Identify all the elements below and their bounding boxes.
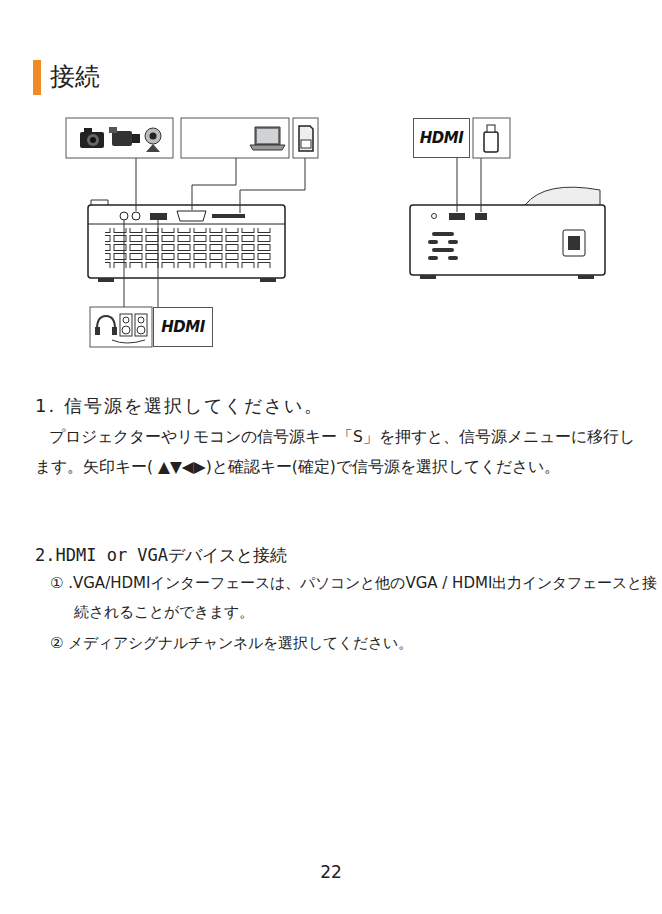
cable-part bbox=[136, 158, 137, 211]
audio-box-part bbox=[123, 317, 129, 323]
usb-box-part bbox=[487, 125, 495, 132]
projector-rear-part bbox=[475, 213, 487, 220]
projector-rear-part bbox=[432, 248, 454, 252]
sd-card-box-part bbox=[293, 118, 318, 158]
laptop-box-part bbox=[181, 118, 289, 158]
camera-box-part bbox=[112, 131, 132, 146]
cable bbox=[457, 158, 481, 212]
logo-box: HDMI bbox=[413, 118, 470, 158]
projector-rear-part bbox=[563, 230, 585, 256]
audio-box-part bbox=[138, 317, 144, 323]
projector-side-part bbox=[177, 211, 206, 221]
audio-box-part bbox=[120, 314, 132, 336]
body-text: プロジェクターやリモコンの信号源キー「S」を押すと、信号源メニューに移行します。… bbox=[35, 422, 639, 482]
laptop-box bbox=[181, 118, 289, 158]
cable-part bbox=[192, 158, 236, 210]
audio-box-part bbox=[112, 340, 145, 343]
projector-side bbox=[88, 200, 285, 282]
audio-box-part bbox=[122, 326, 130, 334]
laptop-box-part bbox=[250, 145, 285, 150]
projector-side-part bbox=[98, 278, 114, 282]
camera-box bbox=[66, 118, 173, 158]
usb-box-part bbox=[473, 118, 510, 158]
projector-side-part bbox=[105, 228, 271, 268]
section-heading: 1. 信号源を選択してください。 bbox=[35, 392, 635, 420]
camera-box-part bbox=[145, 128, 161, 144]
audio-box-part bbox=[90, 307, 152, 347]
camera-box-part bbox=[66, 118, 173, 158]
page-title: 接続 bbox=[50, 59, 100, 95]
projector-rear-part bbox=[448, 240, 458, 244]
audio-box-part bbox=[137, 326, 145, 334]
projector-side-part bbox=[88, 224, 285, 225]
audio-box-part bbox=[95, 327, 100, 335]
usb-box-part bbox=[484, 132, 498, 152]
audio-box-part bbox=[112, 327, 117, 335]
page-number: 22 bbox=[300, 859, 362, 885]
audio-box-part bbox=[135, 314, 147, 336]
projector-side-part bbox=[150, 213, 167, 220]
camera-box-part bbox=[109, 127, 117, 133]
list-item: ② メディアシグナルチャンネルを選択してください。 bbox=[50, 629, 635, 658]
laptop-box-part bbox=[255, 127, 280, 145]
logo-box: HDMI bbox=[153, 307, 213, 347]
projector-rear-part bbox=[448, 256, 458, 260]
cable-part bbox=[481, 158, 482, 212]
cable-part bbox=[457, 158, 458, 212]
projector-rear-part bbox=[420, 275, 436, 279]
laptop-box-part bbox=[257, 129, 278, 143]
projector-rear-part bbox=[428, 240, 438, 244]
sd-card-box bbox=[293, 118, 318, 158]
section-heading: 2.HDMI or VGAデバイスと接続 bbox=[35, 541, 635, 569]
projector-side-part bbox=[212, 214, 245, 218]
projector-rear-part bbox=[428, 256, 438, 260]
usb-box bbox=[473, 118, 510, 158]
cable bbox=[124, 158, 305, 307]
camera-box-part bbox=[87, 134, 99, 146]
projector-side-part bbox=[132, 212, 140, 220]
camera-box-part bbox=[84, 128, 92, 133]
audio-box bbox=[90, 307, 152, 347]
hdmi-logo: HDMI bbox=[161, 320, 205, 335]
title-bar bbox=[33, 60, 41, 95]
projector-side-part bbox=[120, 212, 128, 220]
camera-box-part bbox=[132, 134, 140, 143]
hdmi-logo: HDMI bbox=[420, 131, 464, 146]
camera-box-part bbox=[150, 133, 157, 140]
list-item: ① .VGA/HDMIインターフェースは、パソコンと他のVGA / HDMI出力… bbox=[50, 569, 659, 627]
sd-card-box-part bbox=[301, 140, 311, 148]
camera-box-part bbox=[146, 144, 160, 152]
projector-rear-part bbox=[568, 236, 580, 250]
projector-rear-part bbox=[449, 213, 465, 220]
projector-side-part bbox=[88, 205, 285, 278]
camera-box-part bbox=[80, 132, 104, 148]
projector-rear-part bbox=[578, 275, 594, 279]
projector-rear-part bbox=[432, 214, 437, 219]
cable-part bbox=[240, 158, 305, 213]
projector-rear-part bbox=[410, 205, 605, 275]
sd-card-box-part bbox=[299, 126, 313, 151]
cable-part bbox=[158, 220, 159, 307]
cable-part bbox=[124, 220, 125, 307]
projector-rear-part bbox=[525, 187, 600, 205]
projector-rear bbox=[410, 187, 605, 279]
projector-side-part bbox=[260, 278, 276, 282]
projector-rear-part bbox=[432, 232, 454, 236]
camera-box-part bbox=[90, 137, 96, 143]
